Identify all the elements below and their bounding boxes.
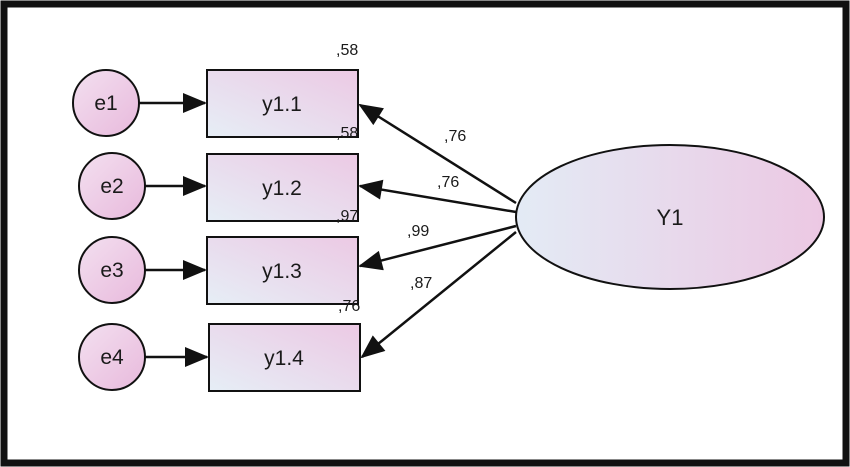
- r2-label-4: ,76: [338, 298, 360, 315]
- error-label: e4: [100, 346, 124, 369]
- indicator-node-3: y1.3: [206, 236, 359, 305]
- error-label: e2: [100, 175, 123, 198]
- loading-label-2: ,76: [437, 174, 459, 191]
- error-node-3: e3: [78, 236, 146, 304]
- latent-node: Y1: [515, 144, 825, 290]
- indicator-label: y1.2: [262, 177, 302, 200]
- loading-label-3: ,99: [407, 223, 429, 240]
- loading-arrow-4: [360, 231, 517, 359]
- indicator-label: y1.3: [262, 260, 302, 283]
- r2-label-3: ,97: [336, 208, 358, 225]
- r2-label-1: ,58: [336, 42, 358, 59]
- indicator-label: y1.1: [262, 93, 302, 116]
- loading-label-4: ,87: [410, 275, 432, 292]
- loading-arrow-2: [358, 179, 517, 214]
- indicator-node-2: y1.2: [206, 153, 359, 222]
- r2-label-2: ,58: [336, 125, 358, 142]
- loading-arrow-1: [358, 103, 517, 205]
- loading-label-1: ,76: [444, 128, 466, 145]
- indicator-node-1: y1.1: [206, 69, 359, 138]
- loading-arrow-3: [358, 224, 517, 271]
- latent-label: Y1: [657, 205, 684, 230]
- indicator-node-4: y1.4: [208, 323, 361, 392]
- error-node-1: e1: [72, 69, 140, 137]
- error-node-2: e2: [78, 152, 146, 220]
- indicator-label: y1.4: [264, 347, 304, 370]
- error-label: e3: [100, 259, 123, 282]
- error-label: e1: [94, 92, 117, 115]
- error-node-4: e4: [78, 323, 146, 391]
